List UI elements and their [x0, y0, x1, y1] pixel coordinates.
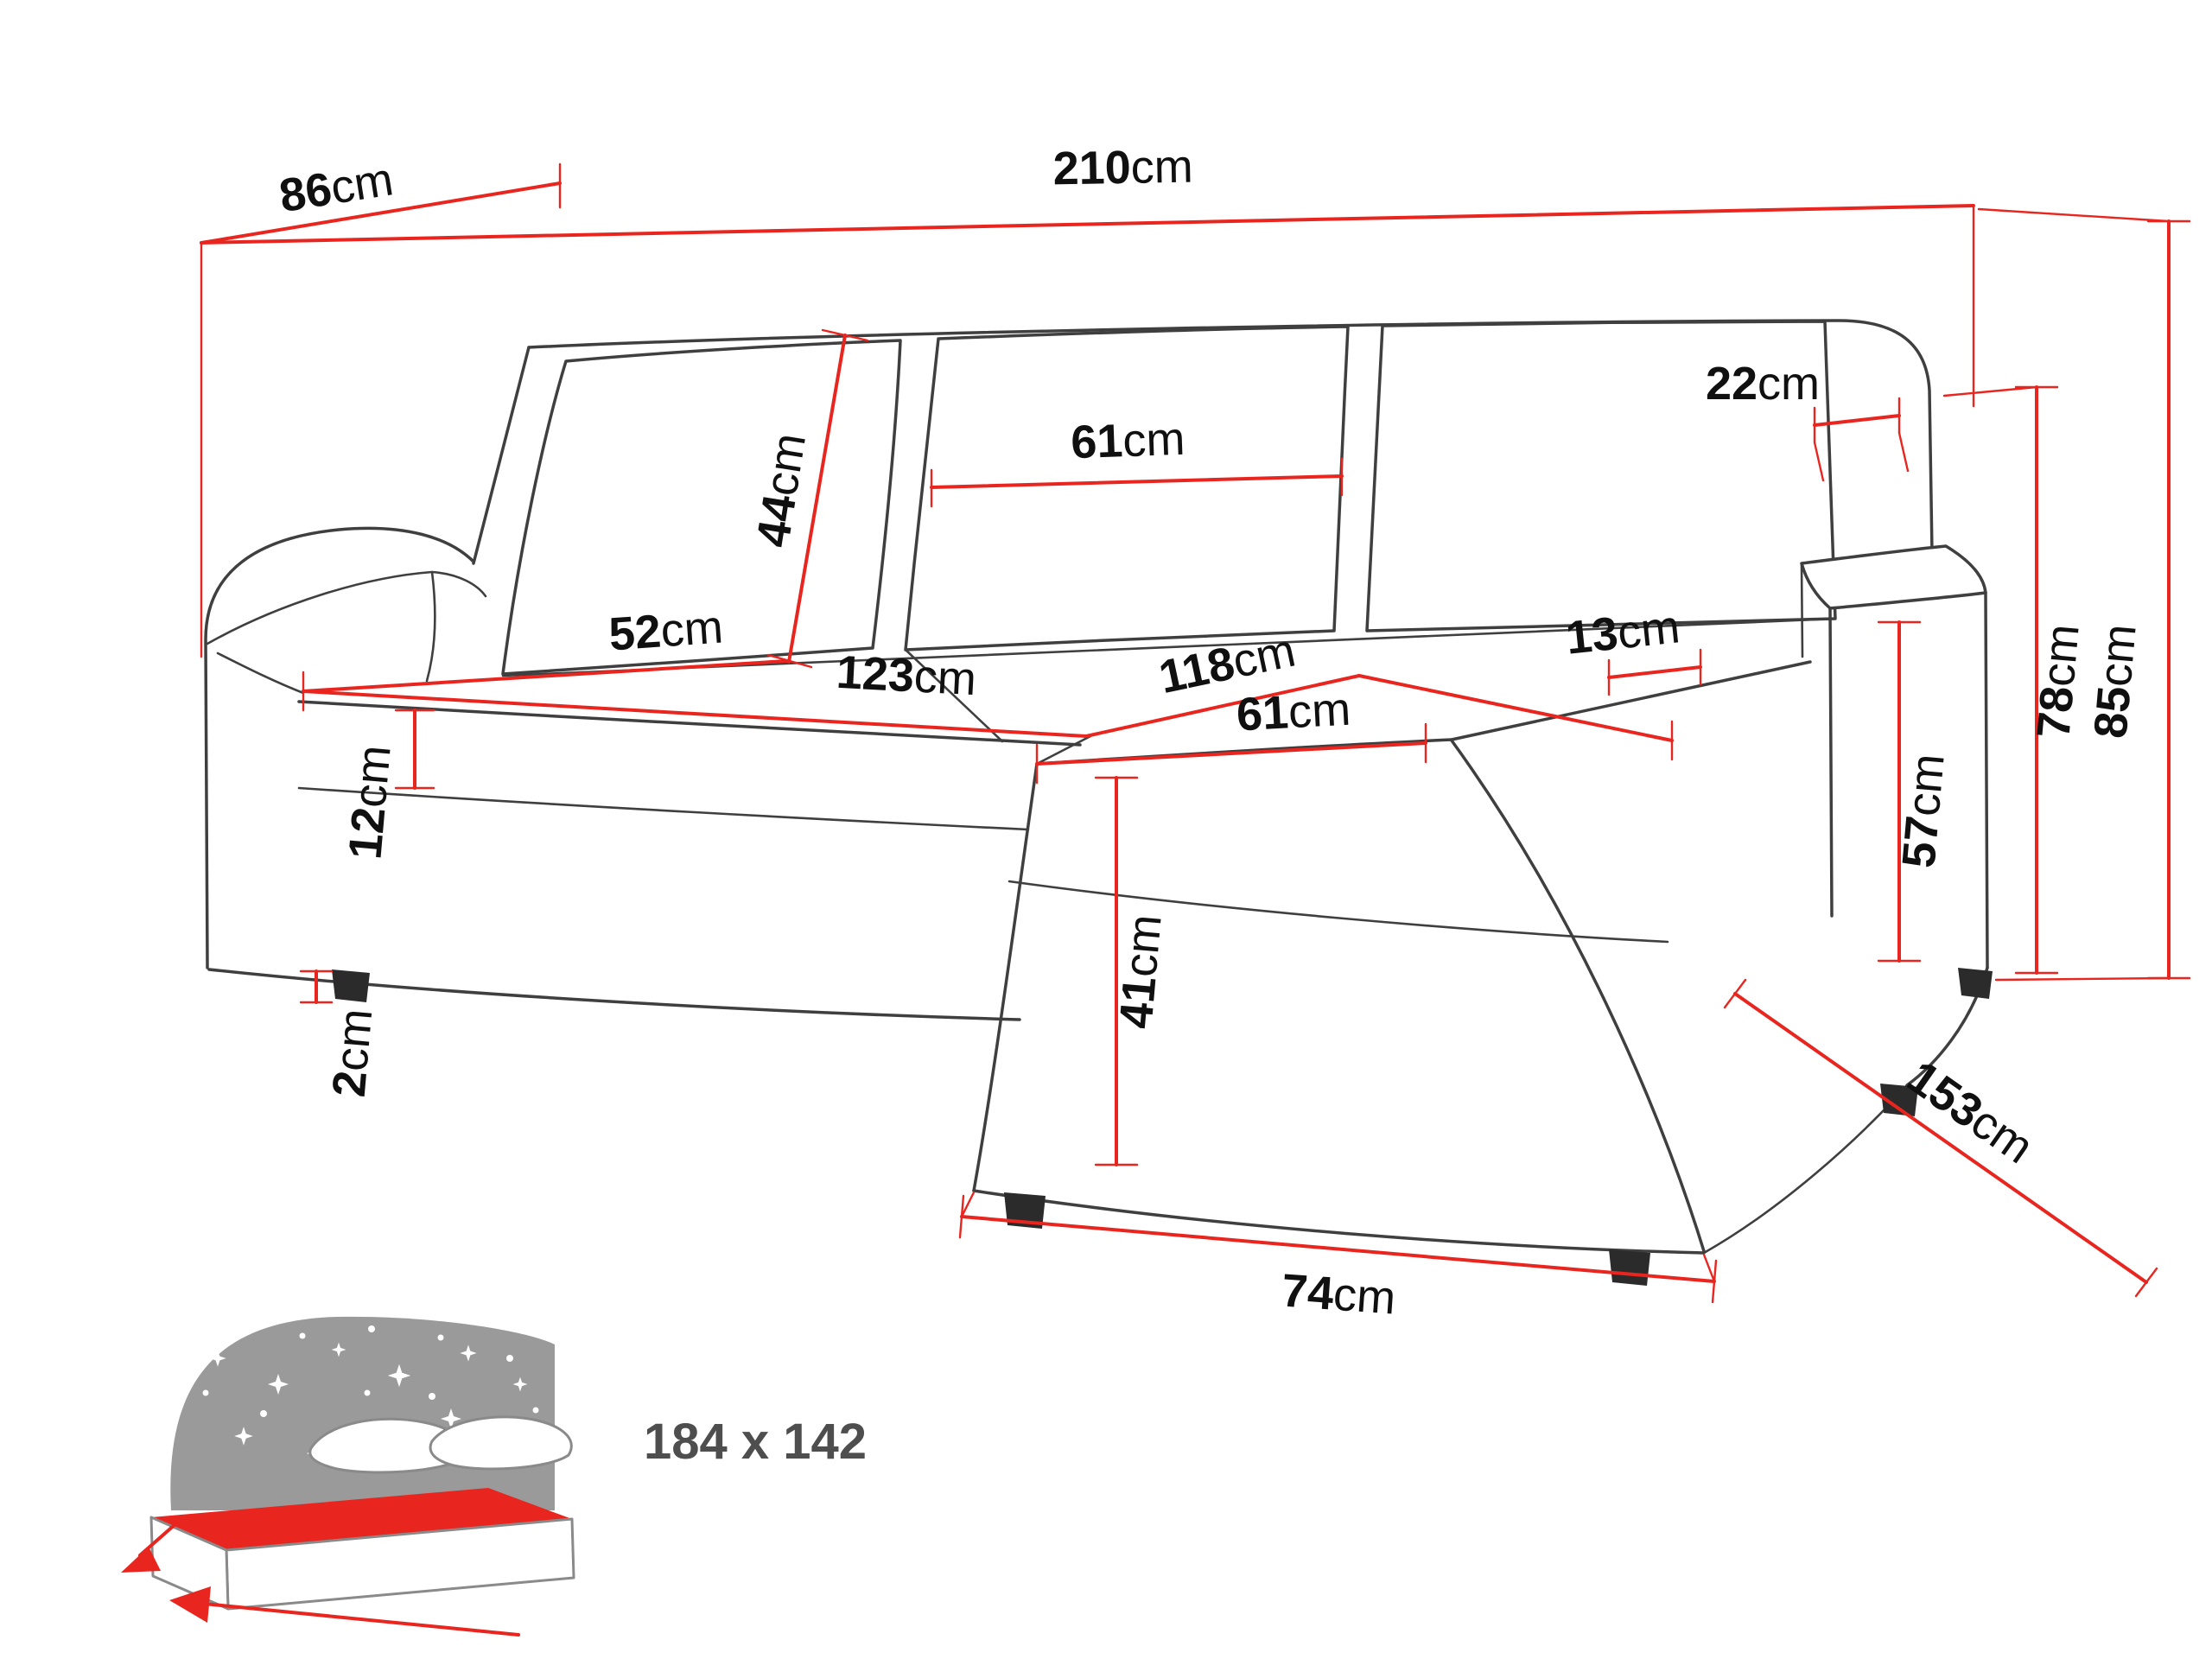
- dim-seat-to-corner: 118cm: [1154, 625, 1300, 704]
- dim-armrest-height: 57cm: [1892, 752, 1954, 870]
- dimension-labels: 210cm 86cm 44cm 61cm 22cm 13cm 52cm 123c…: [276, 141, 2145, 1325]
- dim-back-cushion-width: 61cm: [1070, 413, 1185, 469]
- headboard-shape: [170, 1316, 555, 1510]
- dim-armrest-top-width: 13cm: [1563, 601, 1682, 664]
- dim-side-depth: 86cm: [276, 153, 397, 222]
- sleeping-area-label: 184 x 142: [644, 1414, 867, 1470]
- dim-back-height: 78cm: [2027, 622, 2088, 741]
- dim-back-cushion-height: 44cm: [747, 429, 816, 550]
- pillow-right: [429, 1415, 573, 1471]
- dim-leg-height: 2cm: [323, 1007, 383, 1099]
- stars: [202, 1325, 539, 1460]
- dim-total-height: 85cm: [2084, 622, 2145, 741]
- mattress-top: [151, 1488, 572, 1550]
- dim-chaise-seat-width: 61cm: [1236, 683, 1352, 741]
- dim-chaise-base-width: 74cm: [1280, 1265, 1397, 1325]
- dim-chaise-base-height: 41cm: [1109, 912, 1171, 1031]
- dim-seat-depth: 52cm: [607, 601, 725, 661]
- dim-total-depth: 153cm: [1898, 1051, 2043, 1173]
- dim-back-top-depth: 22cm: [1706, 358, 1820, 410]
- sofa-outline: [204, 319, 1989, 1255]
- unfold-arrows: [121, 1516, 520, 1637]
- dim-seat-width: 123cm: [835, 646, 977, 705]
- dimension-lines: [200, 162, 2191, 1304]
- sofabed-icon: 184 x 142: [121, 1316, 867, 1637]
- dim-total-width: 210cm: [1052, 141, 1193, 195]
- dim-seat-cushion-height: 12cm: [339, 743, 400, 861]
